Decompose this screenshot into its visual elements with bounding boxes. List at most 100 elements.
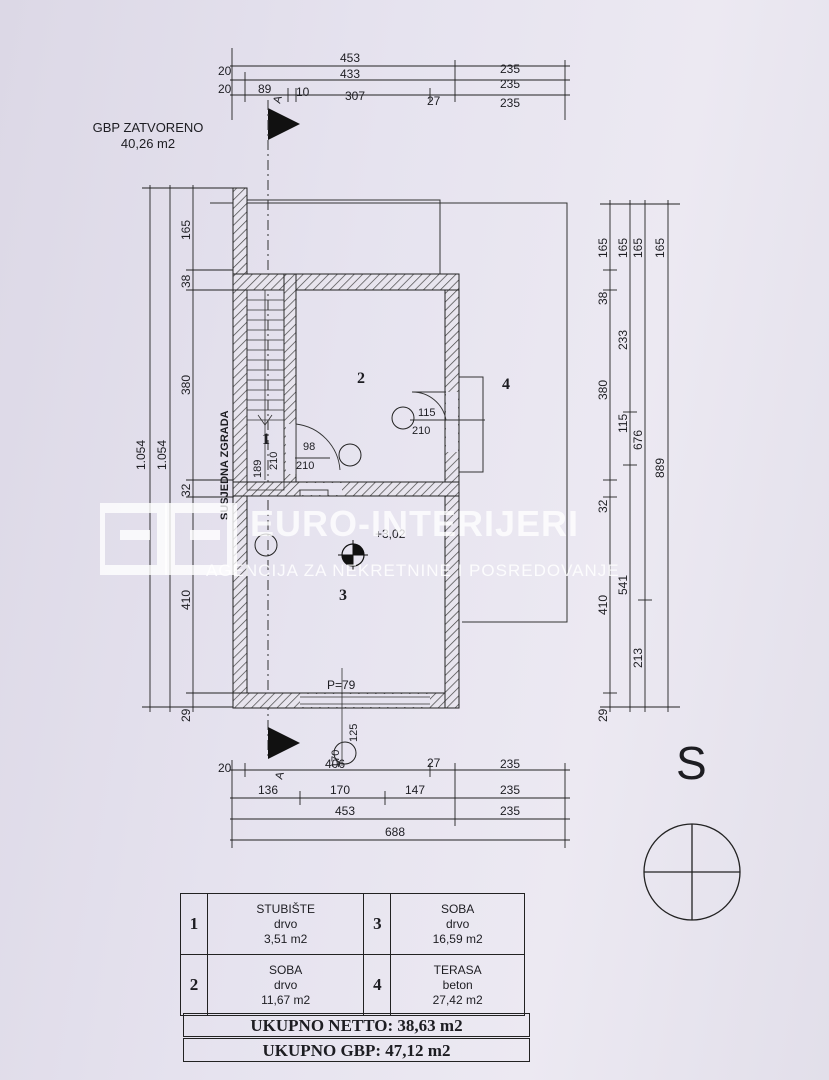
table-row: 2 SOBA drvo 11,67 m2 4 TERASA beton 27,4… <box>180 954 525 1016</box>
section-marker-top: A <box>267 94 300 760</box>
room-cell: SOBA drvo 16,59 m2 <box>390 893 525 955</box>
room-area: 16,59 m2 <box>432 931 483 946</box>
installation-circles <box>254 406 415 765</box>
total-gbp: UKUPNO GBP: 47,12 m2 <box>183 1038 530 1062</box>
room-material: drvo <box>445 916 470 931</box>
room-1-number: 1 <box>262 431 270 448</box>
dim-bottom-136: 136 <box>258 783 278 797</box>
dim-top-307: 307 <box>345 89 365 103</box>
gbp-closed-value: 40,26 m2 <box>120 136 176 151</box>
door-swings <box>295 391 485 497</box>
dim-bottom-453: 453 <box>335 804 355 818</box>
dim-left-outer: 1.054 <box>134 440 148 470</box>
window-width-170: 170 <box>330 750 342 768</box>
room-number: 1 <box>180 893 208 955</box>
room-area: 11,67 m2 <box>261 992 311 1007</box>
bottom-dimension-lines <box>230 760 570 848</box>
elevation-symbol <box>338 540 368 570</box>
plan-labels: 2 4 1 3 SUSJEDNA ZGRADA 98 210 115 210 1… <box>219 370 510 768</box>
dim-right-165-c: 165 <box>631 238 645 258</box>
gbp-closed-label: GBP ZATVORENO 40,26 m2 <box>88 120 208 152</box>
room-material: beton <box>442 977 473 992</box>
dim-right-889: 889 <box>653 458 667 478</box>
bottom-dimension-labels: 20 406 27 235 136 170 147 235 453 235 68… <box>218 756 520 839</box>
section-marker-bottom: A <box>268 727 300 781</box>
dim-right-233: 233 <box>616 330 630 350</box>
dim-bottom-235-c: 235 <box>500 804 520 818</box>
dim-right-541: 541 <box>616 575 630 595</box>
dim-right-32: 32 <box>596 499 610 513</box>
dim-right-38: 38 <box>596 291 610 305</box>
dim-right-676: 676 <box>631 430 645 450</box>
room-area: 3,51 m2 <box>263 931 308 946</box>
dim-right-410: 410 <box>596 595 610 615</box>
room-area: 27,42 m2 <box>432 992 483 1007</box>
dim-right-165-b: 165 <box>616 238 630 258</box>
room-name: TERASA <box>433 962 482 977</box>
dim-top-20-b: 20 <box>218 82 232 96</box>
dim-top-27: 27 <box>427 94 441 108</box>
dim-right-213: 213 <box>631 648 645 668</box>
stair-dim-189: 189 <box>252 460 264 478</box>
door1-width: 98 <box>303 441 315 453</box>
dim-top-89: 89 <box>258 82 272 96</box>
dim-bottom-235-b: 235 <box>500 783 520 797</box>
window-height-125: 125 <box>348 724 360 742</box>
dim-right-165-d: 165 <box>653 238 667 258</box>
dim-right-380: 380 <box>596 380 610 400</box>
dim-top-235-b: 235 <box>500 77 520 91</box>
room-material: drvo <box>273 977 298 992</box>
room-number: 3 <box>363 893 392 955</box>
watermark-brand: EURO-INTERIJERI <box>250 503 580 544</box>
total-netto: UKUPNO NETTO: 38,63 m2 <box>183 1013 530 1037</box>
left-dimension-labels: 1.054 1.054 165 38 380 32 410 29 <box>134 220 193 722</box>
room-cell: TERASA beton 27,42 m2 <box>390 954 525 1016</box>
compass-south-label: S <box>676 737 707 789</box>
section-label-bottom: A <box>273 770 287 781</box>
dim-left-32: 32 <box>179 483 193 497</box>
terrace-outline <box>210 199 568 623</box>
dim-top-433: 433 <box>340 67 360 81</box>
left-dimension-lines <box>142 185 235 712</box>
neighbor-building-label: SUSJEDNA ZGRADA <box>219 410 231 520</box>
door2-height: 210 <box>412 425 430 437</box>
building-walls <box>232 187 460 709</box>
dim-bottom-235-a: 235 <box>500 757 520 771</box>
room-legend-table: 1 STUBIŠTE drvo 3,51 m2 3 SOBA drvo 16,5… <box>180 893 525 1016</box>
compass-icon <box>643 823 741 921</box>
gbp-closed-title: GBP ZATVORENO <box>92 120 204 135</box>
room-number: 2 <box>180 954 208 1016</box>
elevation-label: +3,02 <box>375 527 406 541</box>
room-2-number: 2 <box>357 370 365 387</box>
watermark-tagline: AGENCIJA ZA NEKRETNINE I POSREDOVANJE <box>206 561 620 580</box>
door2-width: 115 <box>418 407 436 419</box>
dim-top-235-c: 235 <box>500 96 520 110</box>
dim-top-10: 10 <box>296 85 310 99</box>
window-label: P=79 <box>327 678 356 692</box>
right-dimension-labels: 165 38 380 32 410 29 165 233 115 541 165… <box>596 238 667 722</box>
watermark-logo-icon <box>100 503 237 575</box>
dim-bottom-147: 147 <box>405 783 425 797</box>
dim-top-20-a: 20 <box>218 64 232 78</box>
dim-right-29: 29 <box>596 708 610 722</box>
room-number: 4 <box>363 954 392 1016</box>
room-3-number: 3 <box>339 587 347 604</box>
dim-top-453: 453 <box>340 51 360 65</box>
dim-left-165: 165 <box>179 220 193 240</box>
dim-left-38: 38 <box>179 274 193 288</box>
room-cell: SOBA drvo 11,67 m2 <box>206 954 365 1016</box>
room-cell: STUBIŠTE drvo 3,51 m2 <box>206 893 365 955</box>
top-dimension-labels: 453 235 20 433 235 20 89 10 307 27 235 <box>218 51 520 110</box>
dim-bottom-170: 170 <box>330 783 350 797</box>
dim-left-380: 380 <box>179 375 193 395</box>
dim-bottom-27: 27 <box>427 756 441 770</box>
room-material: drvo <box>273 916 298 931</box>
top-dimension-lines <box>230 48 570 120</box>
staircase <box>246 289 285 491</box>
dim-left-29: 29 <box>179 708 193 722</box>
dim-top-235-a: 235 <box>500 62 520 76</box>
door1-height: 210 <box>296 460 314 472</box>
dim-left-410: 410 <box>179 590 193 610</box>
right-dimension-lines <box>600 200 680 712</box>
